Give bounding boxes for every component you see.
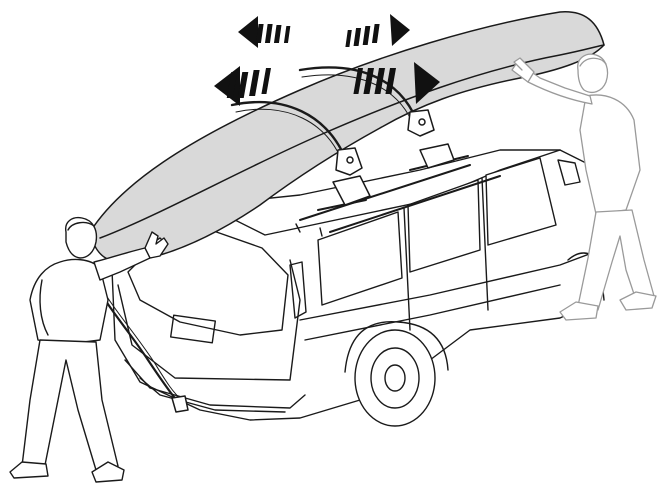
side-window-front — [485, 157, 557, 246]
arrow-icon-mid-right — [353, 62, 440, 104]
person-right-shoe-right — [619, 291, 657, 311]
canoe-gunwale — [99, 44, 605, 239]
side-window-middle — [407, 179, 481, 273]
person-left-legs — [21, 339, 119, 471]
person-left-hand — [144, 231, 169, 259]
door-line-2 — [481, 177, 489, 311]
crossbar-rear — [317, 199, 367, 211]
arrow-icon-top-right — [345, 14, 410, 47]
tie-down-hook — [171, 395, 189, 413]
canoe — [89, 11, 605, 413]
direction-arrows — [214, 14, 440, 106]
person-right-torso — [579, 94, 641, 215]
roof-rail-right — [329, 175, 501, 233]
rear-wheel — [354, 329, 436, 427]
person-left-torso — [29, 258, 109, 346]
person-right-head — [577, 53, 609, 93]
arrow-icon-mid-left — [214, 66, 272, 106]
wheel-arch — [344, 321, 449, 373]
person-left-head — [65, 216, 98, 259]
person-right — [511, 53, 657, 321]
person-right-arm — [519, 67, 593, 105]
rack-clamp-front — [407, 109, 455, 169]
bow-line-rear — [96, 286, 180, 404]
person-right-hand — [511, 57, 535, 83]
arrow-icon-top-left — [238, 16, 291, 48]
canoe-hull — [89, 11, 605, 264]
person-right-legs — [577, 209, 655, 311]
side-window-rear — [317, 211, 403, 306]
tail-light — [289, 261, 307, 319]
person-left — [9, 216, 169, 483]
person-right-shoe-left — [559, 301, 599, 321]
person-left-shoe-right — [91, 461, 125, 483]
roof-rail-left — [299, 164, 471, 221]
side-mirror — [557, 159, 581, 186]
rack-clamp-rear — [332, 147, 371, 206]
body-crease — [299, 249, 601, 321]
person-left-shoe-left — [9, 461, 49, 479]
license-plate — [169, 314, 217, 344]
door-line-1 — [403, 207, 411, 331]
